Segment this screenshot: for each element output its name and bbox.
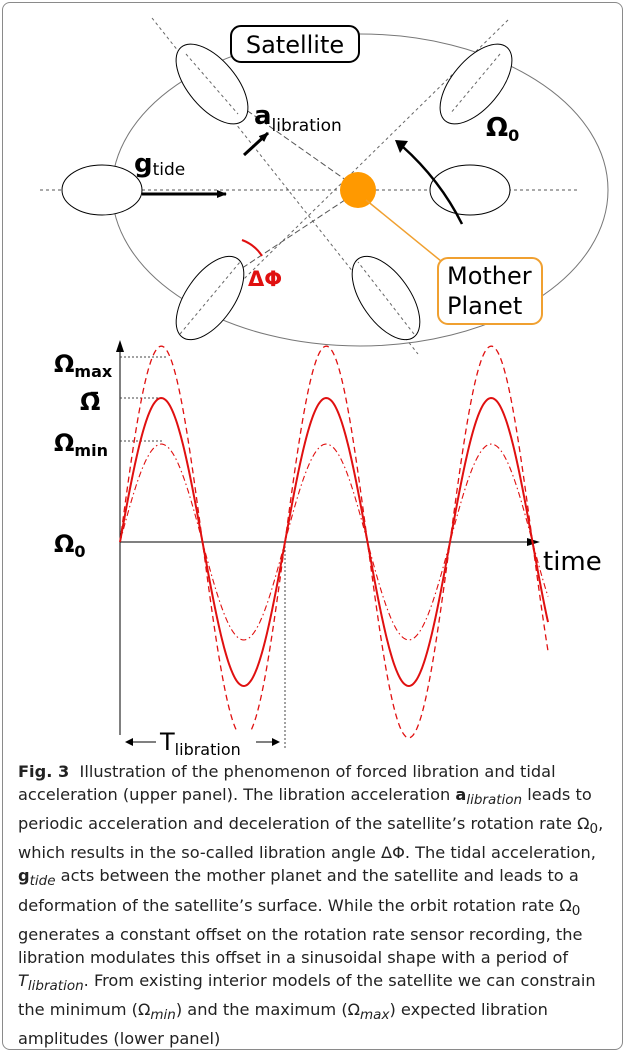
series-omega-mean-solid [119, 396, 549, 688]
planet-leader-line [365, 199, 453, 271]
period-label-bg [156, 730, 256, 756]
caption-T-sub: libration [27, 978, 84, 995]
caption-omega0-sub-2: 0 [571, 902, 581, 919]
caption-text-7: ) and the maximum (Ω [175, 1000, 361, 1020]
planet-label-line2: Planet [447, 292, 522, 320]
caption-text-3: , which results in the so-called librati… [18, 814, 604, 863]
caption-text-1: Illustration of the phenomenon of forced… [18, 762, 556, 804]
series-omega-max-dashed [119, 345, 549, 739]
caption-text-2: leads to periodic acceleration and decel… [18, 785, 592, 834]
period-label: Tlibration [159, 728, 241, 759]
orbit-rotation-arrowhead [395, 140, 408, 153]
satellite-axis-ul [185, 53, 239, 115]
libration-angle-arc [241, 239, 263, 257]
caption-min-sub: min [150, 1007, 176, 1024]
caption-a-sub: libration [466, 792, 523, 809]
caption-max-sub: max [360, 1007, 390, 1024]
satellite-axis-ll [179, 261, 241, 335]
guide-line-diag-4 [199, 189, 361, 297]
series-omega-min-dashdot [119, 443, 549, 641]
a-libration-arrow [242, 131, 270, 157]
g-tide-label: gtide [134, 149, 185, 180]
y-label-omega-min: Ωmin [54, 429, 108, 460]
satellite-axis-ur [449, 53, 501, 115]
y-label-omega0: Ω0 [54, 530, 86, 561]
satellite-label-box [230, 25, 360, 63]
figure-graphic: Satellite alibration Ω0 gtide ΔΦ Mother … [40, 17, 609, 759]
satellite-lower-left [175, 255, 245, 341]
a-libration-label: alibration [254, 101, 342, 136]
figure-caption: Fig. 3 Illustration of the phenomenon of… [18, 760, 614, 1050]
caption-text-6: . From existing interior models of the s… [18, 970, 596, 1020]
caption-omega0-sub-1: 0 [589, 821, 599, 838]
x-axis-label: time [543, 547, 602, 577]
caption-T-symbol: T [18, 970, 28, 990]
planet-label-line1: Mother [447, 262, 532, 290]
satellite-upper-right [439, 43, 513, 125]
satellite-upper-left [175, 43, 249, 125]
caption-g-symbol: g [18, 866, 30, 886]
caption-g-sub: tide [29, 873, 56, 890]
satellite-label: Satellite [246, 31, 344, 59]
omega0-label: Ω0 [486, 113, 519, 145]
orbit-diagram: Satellite alibration Ω0 gtide ΔΦ Mother … [40, 17, 609, 355]
planet-label-box [437, 257, 543, 325]
caption-a-symbol: a [455, 785, 467, 804]
orbit-rotation-arrow [401, 145, 464, 225]
libration-chart: Ωmax Ω̄ Ωmin Ω0 time Tlibration [54, 340, 602, 759]
y-axis-arrowhead [116, 340, 124, 352]
satellite-left [61, 164, 143, 216]
y-label-omega-bar: Ω̄ [80, 388, 100, 416]
mother-planet [340, 172, 376, 208]
caption-label: Fig. 3 [18, 762, 70, 781]
caption-text-4: acts between the mother planet and the s… [18, 866, 579, 915]
caption-text-8: ) expected libration amplitudes (lower p… [18, 1000, 548, 1049]
y-label-omega-max: Ωmax [54, 350, 113, 381]
caption-text-5: generates a constant offset on the rotat… [18, 924, 583, 967]
satellite-lower-right [351, 255, 421, 341]
delta-phi-label: ΔΦ [248, 267, 282, 291]
